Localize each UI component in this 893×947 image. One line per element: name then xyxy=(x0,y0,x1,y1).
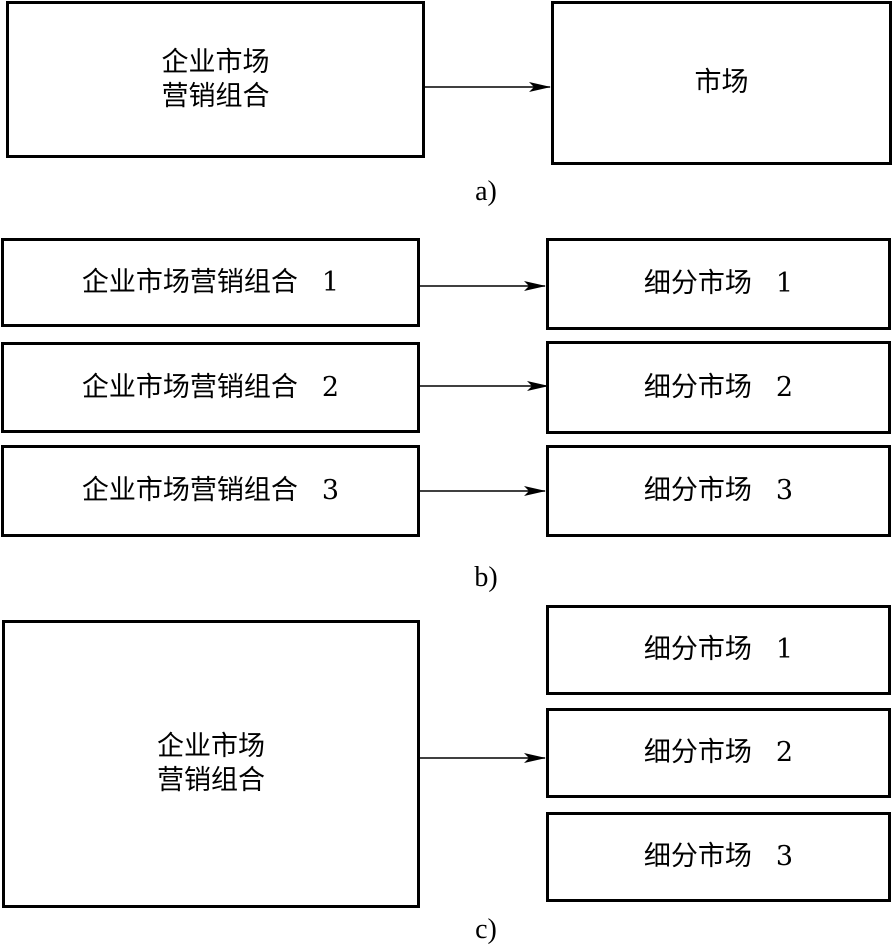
panel-b-source-num-2: 2 xyxy=(321,371,340,403)
panel-c-target-num-3: 3 xyxy=(775,841,794,872)
panel-c-source-line1: 企业市场 xyxy=(157,731,265,762)
panel-b-target-box-1: 细分市场 1 xyxy=(546,238,891,330)
panel-b-target-num-3: 3 xyxy=(775,475,794,506)
panel-c-target-box-3: 细分市场 3 xyxy=(546,812,891,902)
panel-c-target-num-2: 2 xyxy=(775,737,794,768)
panel-b-caption: b) xyxy=(474,562,498,593)
panel-b-target-label-2: 细分市场 xyxy=(643,371,752,403)
panel-b-source-num-3: 3 xyxy=(321,475,340,506)
panel-b-target-label-3: 细分市场 xyxy=(643,475,752,506)
panel-c-target-box-2: 细分市场 2 xyxy=(546,708,891,798)
panel-b-target-label-1: 细分市场 xyxy=(643,268,752,299)
panel-a-source-line1: 企业市场 xyxy=(161,46,270,78)
panel-b-source-box-3: 企业市场营销组合 3 xyxy=(1,445,420,537)
panel-c-caption: c) xyxy=(475,914,497,945)
panel-b-source-label-3: 企业市场营销组合 xyxy=(81,475,298,506)
panel-b-source-num-1: 1 xyxy=(321,266,340,298)
panel-b-source-box-2: 企业市场营销组合 2 xyxy=(1,342,420,433)
panel-c-target-label-2: 细分市场 xyxy=(643,737,752,768)
panel-c-source-box: 企业市场 营销组合 xyxy=(2,620,420,908)
panel-a-source-line2: 营销组合 xyxy=(161,80,270,112)
panel-b-target-box-2: 细分市场 2 xyxy=(546,341,891,434)
panel-a-caption: a) xyxy=(475,176,497,207)
panel-b-target-num-1: 1 xyxy=(775,268,794,299)
panel-a-target-box: 市场 xyxy=(551,1,892,165)
panel-a-source-box: 企业市场 营销组合 xyxy=(6,1,425,158)
panel-b-target-num-2: 2 xyxy=(775,371,794,403)
panel-c-source-line2: 营销组合 xyxy=(157,765,265,796)
panel-b-target-box-3: 细分市场 3 xyxy=(546,445,891,537)
panel-c-target-box-1: 细分市场 1 xyxy=(546,605,891,695)
panel-a-target-label: 市场 xyxy=(694,67,749,98)
panel-c-target-label-3: 细分市场 xyxy=(643,841,752,872)
panel-b-source-label-2: 企业市场营销组合 xyxy=(81,371,298,403)
panel-c-target-num-1: 1 xyxy=(775,634,794,665)
panel-c-target-label-1: 细分市场 xyxy=(643,634,752,665)
panel-b-source-label-1: 企业市场营销组合 xyxy=(81,266,298,298)
panel-b-source-box-1: 企业市场营销组合 1 xyxy=(1,238,420,327)
